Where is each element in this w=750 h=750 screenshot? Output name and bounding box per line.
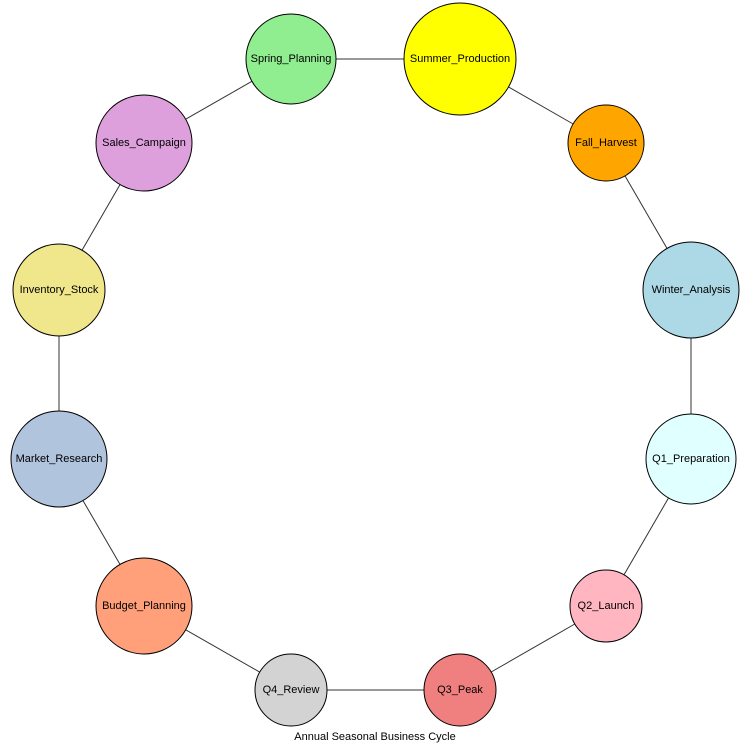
- edge-q4-review-to-budget-planning: [185, 629, 260, 673]
- node-circle: [645, 413, 737, 505]
- node-label: Budget_Planning: [102, 600, 186, 612]
- node-market-research: Market_Research: [10, 410, 108, 508]
- edge-q2-launch-to-q3-peak: [490, 623, 576, 673]
- node-winter-analysis: Winter_Analysis: [642, 241, 740, 339]
- node-label: Spring_Planning: [251, 53, 332, 65]
- edge-inventory-stock-to-sales-campaign: [81, 184, 121, 251]
- node-label: Summer_Production: [410, 53, 510, 65]
- node-label: Q2_Launch: [578, 600, 635, 612]
- node-summer-production: Summer_Production: [403, 2, 517, 116]
- node-circle: [10, 410, 108, 508]
- node-label: Q1_Preparation: [652, 453, 730, 465]
- nodes-layer: Spring_Planning Summer_ProductionFall_Har…: [10, 2, 740, 727]
- node-label: Inventory_Stock: [20, 284, 99, 296]
- node-circle: [403, 2, 517, 116]
- edges-layer: [58, 58, 692, 691]
- node-label: Winter_Analysis: [652, 284, 731, 296]
- node-inventory-stock: Inventory_Stock: [12, 243, 106, 337]
- node-circle: [245, 13, 337, 105]
- node-sales-campaign: Sales_Campaign: [95, 94, 193, 192]
- node-budget-planning: Budget_Planning: [95, 557, 193, 655]
- node-circle: [567, 104, 645, 182]
- diagram-caption: Annual Seasonal Business Cycle: [294, 731, 455, 743]
- node-label: Market_Research: [16, 453, 103, 465]
- edge-q1-preparation-to-q2-launch: [623, 497, 669, 576]
- node-circle: [12, 243, 106, 337]
- node-label: Sales_Campaign: [102, 137, 186, 149]
- node-q2-launch: Q2_Launch: [569, 569, 643, 643]
- edge-budget-planning-to-market-research: [82, 500, 121, 565]
- node-q4-review: Q4_Review: [254, 653, 328, 727]
- node-label: Fall_Harvest: [575, 137, 637, 149]
- edge-summer-production-to-fall-harvest: [508, 86, 574, 125]
- node-q3-peak: Q3_Peak: [423, 653, 497, 727]
- node-circle: [423, 653, 497, 727]
- edge-fall-harvest-to-winter-analysis: [624, 175, 668, 249]
- node-circle: [642, 241, 740, 339]
- node-circle: [569, 569, 643, 643]
- node-fall-harvest: Fall_Harvest: [567, 104, 645, 182]
- node-circle: [254, 653, 328, 727]
- node-circle: [95, 557, 193, 655]
- node-label: Q3_Peak: [437, 684, 483, 696]
- node-q1-preparation: Q1_Preparation: [645, 413, 737, 505]
- node-label: Q4_Review: [263, 684, 320, 696]
- edge-sales-campaign-to-spring-planning: [185, 80, 253, 120]
- node-circle: [95, 94, 193, 192]
- node-spring-planning: Spring_Planning: [245, 13, 337, 105]
